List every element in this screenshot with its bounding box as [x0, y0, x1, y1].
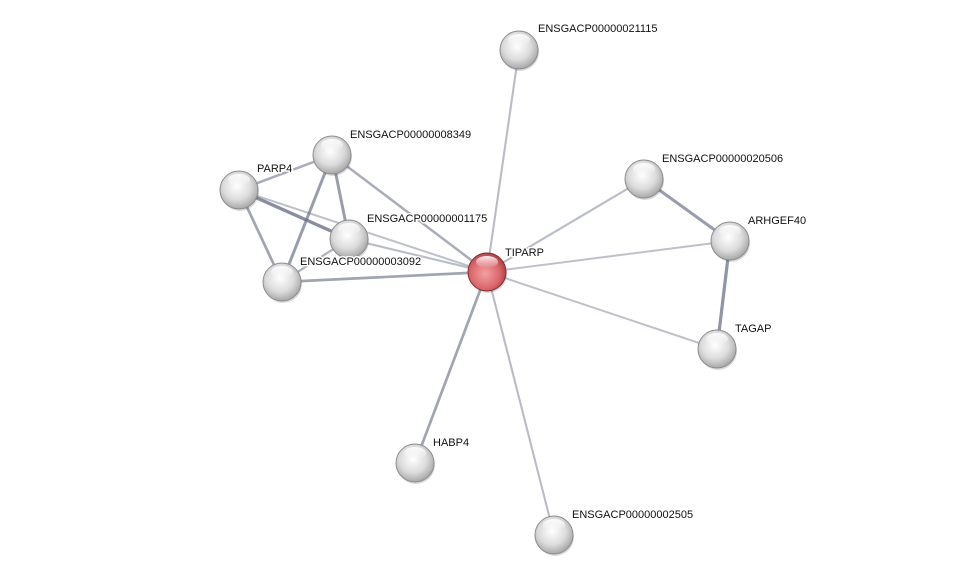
node-label: ENSGACP00000020506: [662, 153, 783, 165]
edge-TIPARP-n21115[interactable]: [485, 49, 521, 273]
node-label: ENSGACP00000021115: [538, 23, 657, 35]
node-n20506[interactable]: ENSGACP00000020506: [624, 152, 785, 200]
node-highlight: [508, 34, 530, 46]
node-TAGAP[interactable]: TAGAP: [697, 322, 773, 370]
node-highlight: [338, 223, 360, 235]
node-highlight: [719, 225, 741, 237]
edge-TIPARP-n3092[interactable]: [281, 270, 488, 284]
edge-TIPARP-ARHGEF40[interactable]: [486, 240, 731, 273]
edge-TIPARP-TAGAP[interactable]: [486, 271, 718, 350]
edge-TIPARP-n20506[interactable]: [486, 178, 645, 273]
node-n3092[interactable]: ENSGACP00000003092: [262, 255, 423, 303]
node-TIPARP[interactable]: TIPARP: [467, 246, 545, 293]
node-highlight: [706, 333, 728, 345]
edge-TIPARP-HABP4[interactable]: [413, 271, 489, 464]
node-highlight: [633, 163, 655, 175]
node-HABP4[interactable]: HABP4: [395, 436, 471, 484]
node-label: TAGAP: [735, 323, 771, 335]
node-n2505[interactable]: ENSGACP00000002505: [534, 508, 695, 556]
node-label: ENSGACP00000002505: [572, 509, 693, 521]
node-highlight: [321, 139, 343, 151]
edge-TIPARP-n1175[interactable]: [348, 237, 488, 274]
node-label: PARP4: [257, 163, 292, 175]
node-label: ARHGEF40: [748, 215, 806, 227]
node-n8349[interactable]: ENSGACP00000008349: [312, 128, 473, 176]
node-highlight: [543, 519, 565, 531]
node-ARHGEF40[interactable]: ARHGEF40: [710, 214, 808, 262]
node-highlight: [476, 256, 498, 268]
node-PARP4[interactable]: PARP4: [219, 162, 294, 211]
edge-TIPARP-n2505[interactable]: [485, 271, 556, 536]
node-highlight: [271, 266, 293, 278]
node-n1175[interactable]: ENSGACP00000001175: [329, 212, 489, 260]
node-highlight: [404, 447, 426, 459]
node-highlight: [228, 174, 250, 186]
node-label: ENSGACP00000008349: [350, 129, 471, 141]
edge-PARP4-n1175[interactable]: [238, 188, 350, 241]
node-label: ENSGACP00000003092: [300, 256, 421, 268]
node-label: ENSGACP00000001175: [367, 213, 487, 225]
node-n21115[interactable]: ENSGACP00000021115: [499, 22, 659, 71]
node-label: TIPARP: [505, 247, 544, 259]
node-label: HABP4: [433, 437, 469, 449]
edge-TIPARP-n8349[interactable]: [331, 154, 488, 273]
